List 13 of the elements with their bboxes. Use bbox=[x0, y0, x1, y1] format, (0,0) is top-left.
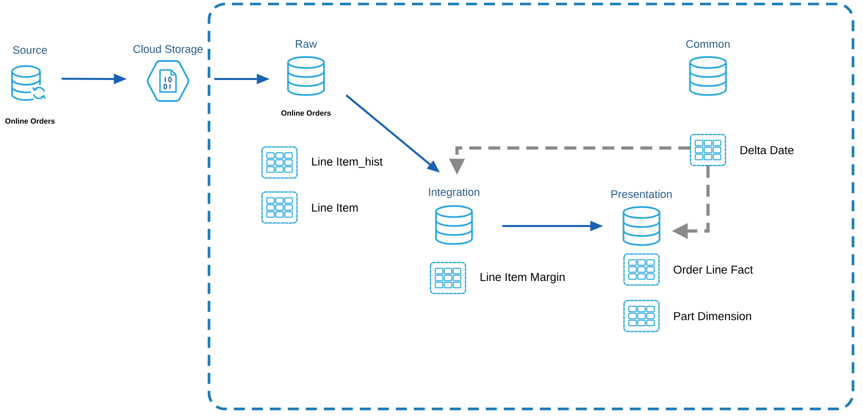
dashed-frame bbox=[208, 2, 854, 410]
title-label: Cloud Storage bbox=[133, 44, 203, 56]
title-label: Integration bbox=[429, 188, 480, 198]
table-label: Order Line Fact bbox=[674, 265, 753, 274]
table-label: Line Item bbox=[312, 203, 358, 212]
table-label: Line Item Margin bbox=[480, 272, 565, 284]
title-label: Common bbox=[686, 40, 730, 48]
table-label: Part Dimension bbox=[674, 312, 752, 320]
title-label: Raw bbox=[296, 40, 318, 48]
table-label: Delta Date bbox=[740, 146, 794, 154]
title-label: Presentation bbox=[612, 190, 672, 198]
table-label: Line Item_hist bbox=[312, 157, 383, 168]
title-label: Source bbox=[13, 46, 47, 54]
